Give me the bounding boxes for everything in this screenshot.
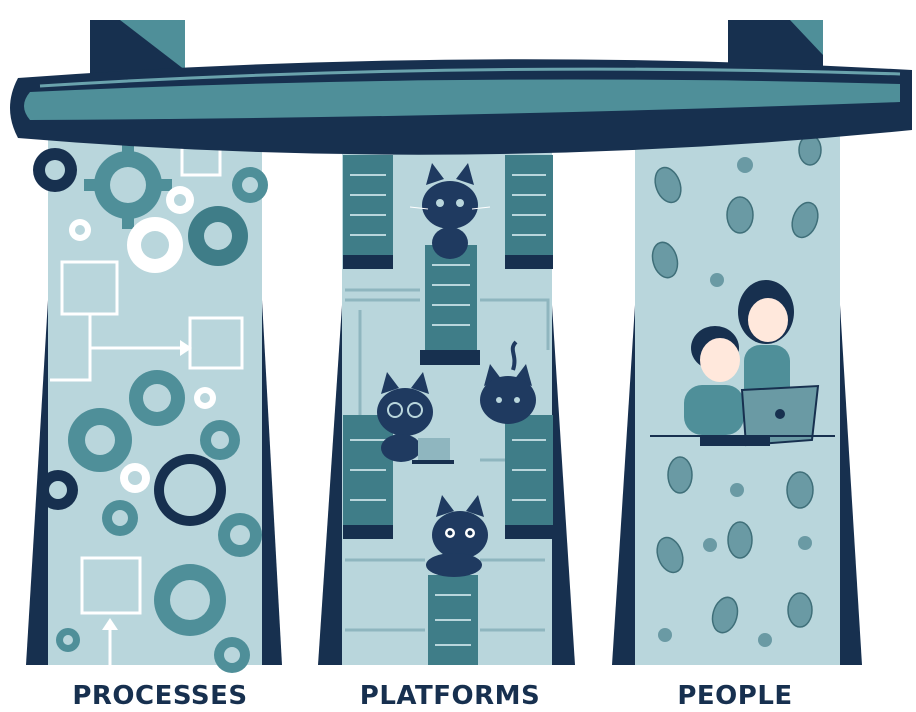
gear-icon <box>194 387 216 409</box>
gear-icon <box>68 408 132 472</box>
person-icon <box>684 326 744 435</box>
laptop-icon <box>412 438 454 464</box>
bug-icon <box>727 521 753 559</box>
gear-icon <box>200 420 240 460</box>
cat-mascot-icon <box>480 340 536 424</box>
cat-mascot-icon <box>377 372 433 462</box>
processes-tower-left-fin <box>26 300 48 665</box>
virus-icon <box>737 157 753 173</box>
gear-icon <box>56 628 80 652</box>
arrow-right-icon <box>180 340 192 356</box>
gear-icon <box>33 148 77 192</box>
bug-icon <box>656 536 684 574</box>
gear-icon <box>232 167 268 203</box>
left-cap <box>90 20 185 75</box>
gear-icon <box>214 637 250 673</box>
processes-tower-right-fin <box>262 300 282 665</box>
virus-icon <box>658 628 672 642</box>
bug-icon <box>651 241 679 279</box>
cat-mascot-icon <box>409 163 491 259</box>
gear-icon <box>127 217 183 273</box>
gear-icon <box>38 470 78 510</box>
people-label: PEOPLE <box>677 681 793 711</box>
virus-icon <box>710 273 724 287</box>
server-rack-icon <box>343 415 393 539</box>
skypark-bridge <box>10 59 912 155</box>
processes-tower <box>26 120 282 673</box>
bug-icon <box>667 456 693 494</box>
processes-label: PROCESSES <box>72 681 248 711</box>
server-rack-icon <box>505 415 553 539</box>
people-tower-right-fin <box>840 305 862 665</box>
virus-icon <box>758 633 772 647</box>
platforms-tower <box>318 150 575 665</box>
people-tower-left-fin <box>612 305 635 665</box>
gear-icon <box>69 219 91 241</box>
platforms-tower-left-fin <box>318 305 342 665</box>
bug-icon <box>791 201 819 239</box>
virus-icon <box>703 538 717 552</box>
bug-icon <box>786 471 814 509</box>
bug-icon <box>726 196 754 234</box>
gear-icon <box>129 370 185 426</box>
server-rack-icon <box>505 155 553 269</box>
gear-icon <box>84 141 172 229</box>
platforms-label: PLATFORMS <box>359 681 541 711</box>
cat-mascot-icon <box>426 495 488 577</box>
gear-icon <box>102 500 138 536</box>
bug-icon <box>711 596 739 634</box>
people-tower <box>612 120 862 665</box>
server-rack-icon <box>420 245 480 365</box>
gear-icon <box>154 564 226 636</box>
platforms-tower-right-fin <box>552 305 575 665</box>
gear-icon <box>188 206 248 266</box>
bug-icon <box>787 592 813 628</box>
gear-icon <box>166 186 194 214</box>
virus-icon <box>798 536 812 550</box>
laptop-icon <box>700 384 820 447</box>
server-rack-icon <box>343 155 393 269</box>
arrow-up-icon <box>102 618 118 630</box>
gear-icon <box>120 463 150 493</box>
virus-icon <box>730 483 744 497</box>
gear-icon <box>218 513 262 557</box>
gear-icon <box>154 454 226 526</box>
bug-icon <box>654 166 682 204</box>
